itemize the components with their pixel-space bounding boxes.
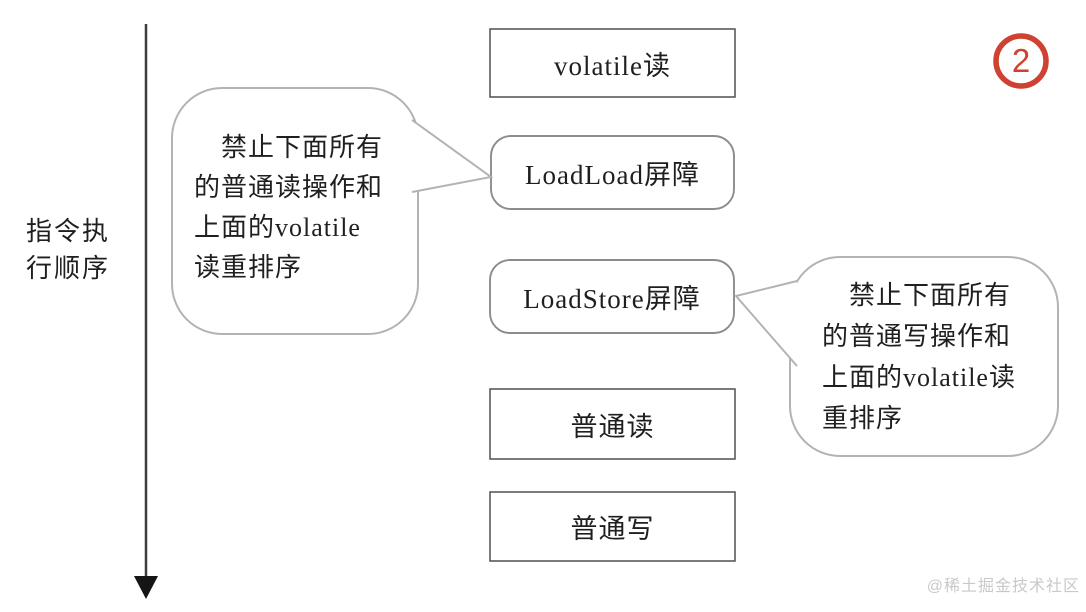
callout-left-text: 禁止下面所有 的普通读操作和 上面的volatile 读重排序 <box>194 128 409 288</box>
step-badge-number: 2 <box>1011 42 1031 79</box>
execution-order-label: 指令执行顺序 <box>26 217 111 283</box>
box-label-normal-write: 普通写 <box>570 514 655 544</box>
callout-left-line-4: 读重排序 <box>194 253 303 282</box>
box-loadstore-barrier <box>489 259 735 334</box>
callout-left-line-1: 禁止下面所有 <box>221 133 384 162</box>
callout-right-text: 禁止下面所有 的普通写操作和 上面的volatile读 重排序 <box>822 275 1047 439</box>
callout-right-tail <box>734 280 798 367</box>
box-label-volatile-read: volatile读 <box>554 50 671 81</box>
callout-left-line-2: 的普通读操作和 <box>194 173 384 202</box>
box-label-loadload-barrier: LoadLoad屏障 <box>525 160 700 190</box>
callout-right-line-1: 禁止下面所有 <box>849 281 1012 310</box>
callout-right-line-3: 上面的volatile读 <box>822 363 1016 392</box>
callout-left-tail <box>411 119 494 193</box>
callout-right-line-4: 重排序 <box>822 404 904 433</box>
box-label-normal-read: 普通读 <box>570 411 655 442</box>
watermark-text: @稀土掘金技术社区 <box>926 578 1080 595</box>
callout-left-bubble <box>171 87 419 335</box>
callout-left-line-3: 上面的volatile <box>194 213 361 242</box>
step-badge-circle <box>993 33 1049 89</box>
box-normal-write <box>489 491 736 562</box>
box-label-loadstore-barrier: LoadStore屏障 <box>523 284 701 314</box>
box-loadload-barrier <box>490 135 735 210</box>
box-normal-read <box>489 388 736 460</box>
box-volatile-read <box>489 28 736 98</box>
execution-order-arrow-head <box>134 576 158 599</box>
callout-right-line-2: 的普通写操作和 <box>822 322 1012 351</box>
